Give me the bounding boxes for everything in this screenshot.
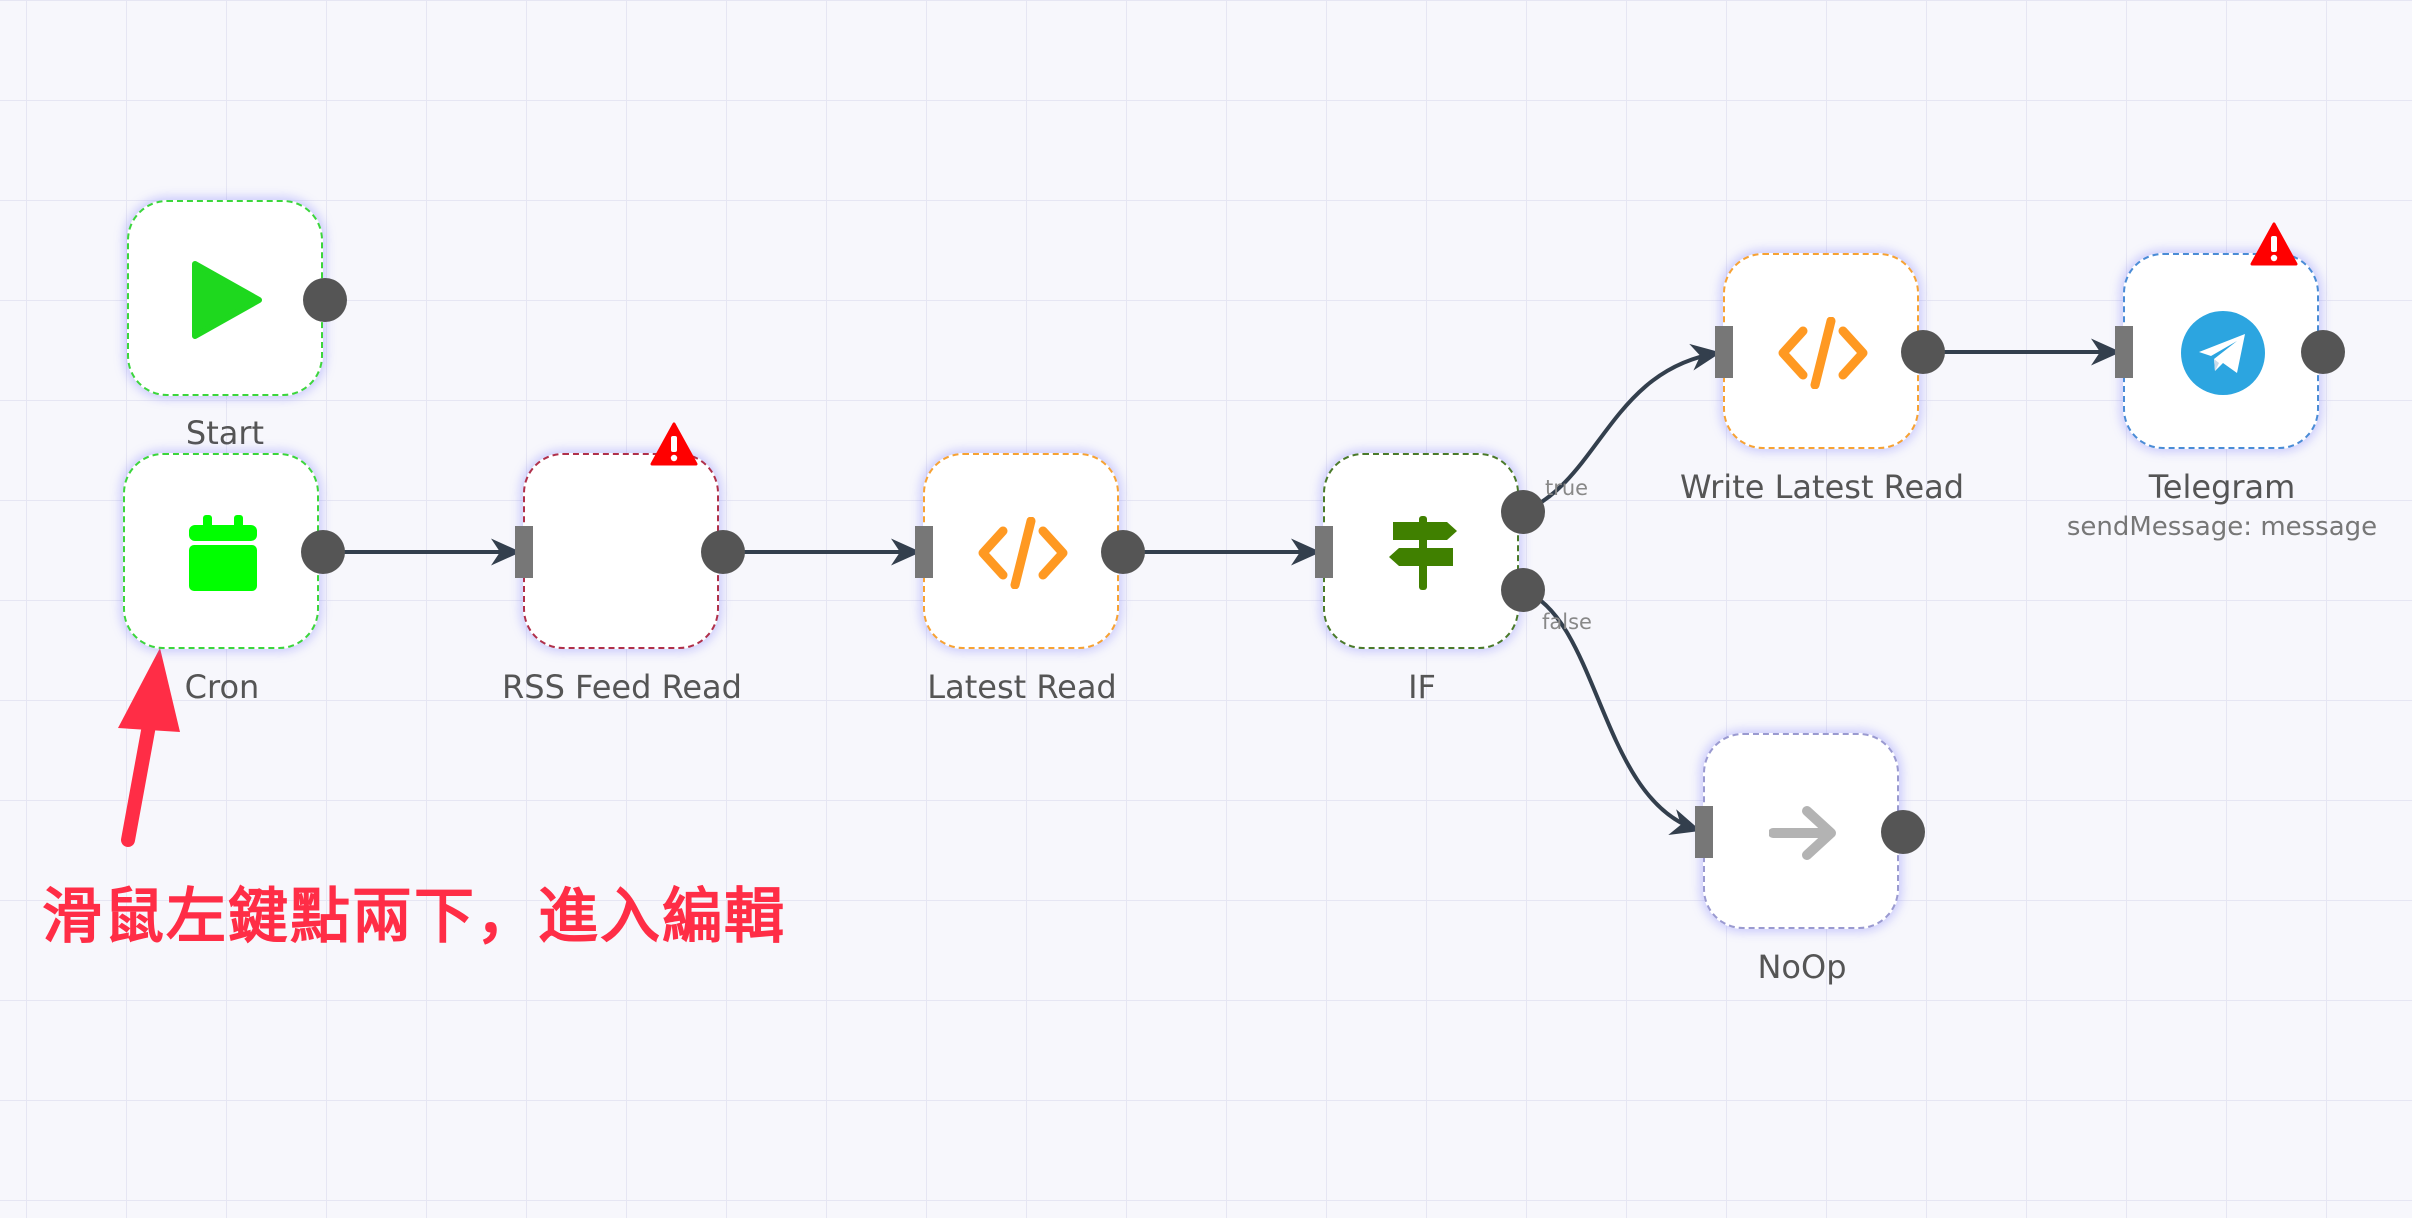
- node-rss-feed-read-input-port[interactable]: [515, 526, 533, 578]
- node-write-latest-read[interactable]: [1723, 253, 1919, 449]
- node-rss-feed-read[interactable]: [523, 453, 719, 649]
- rss-icon: [525, 455, 721, 651]
- annotation-text: 滑鼠左鍵點兩下，進入編輯: [42, 882, 786, 952]
- node-if-label: IF: [1408, 668, 1436, 706]
- signpost-icon: [1325, 455, 1521, 651]
- node-telegram-output-port[interactable]: [2301, 330, 2345, 374]
- node-latest-read-label: Latest Read: [927, 668, 1117, 706]
- code-icon: [1725, 255, 1921, 451]
- node-start-output-port[interactable]: [303, 278, 347, 322]
- node-telegram[interactable]: [2123, 253, 2319, 449]
- node-noop[interactable]: [1703, 733, 1899, 929]
- arrow-right-icon: [1705, 735, 1901, 931]
- node-noop-input-port[interactable]: [1695, 806, 1713, 858]
- node-cron[interactable]: [123, 453, 319, 649]
- node-telegram-input-port[interactable]: [2115, 326, 2133, 378]
- calendar-icon: [125, 455, 321, 651]
- node-rss-feed-read-output-port[interactable]: [701, 530, 745, 574]
- node-latest-read-input-port[interactable]: [915, 526, 933, 578]
- annotation-arrow-icon: [118, 648, 180, 847]
- node-cron-output-port[interactable]: [301, 530, 345, 574]
- connection-if-false-to-noop[interactable]: [1522, 588, 1701, 835]
- node-write-latest-read-input-port[interactable]: [1715, 326, 1733, 378]
- telegram-icon: [2125, 255, 2321, 451]
- if-true-branch-label: true: [1545, 476, 1589, 500]
- node-if-input-port[interactable]: [1315, 526, 1333, 578]
- node-rss-feed-read-warning-icon[interactable]: [650, 422, 698, 466]
- code-icon: [925, 455, 1121, 651]
- node-noop-label: NoOp: [1757, 948, 1847, 986]
- node-cron-label: Cron: [184, 668, 260, 706]
- node-start-label: Start: [185, 414, 265, 452]
- node-rss-feed-read-label: RSS Feed Read: [502, 668, 742, 706]
- node-noop-output-port[interactable]: [1881, 810, 1925, 854]
- node-write-latest-read-label: Write Latest Read: [1679, 468, 1965, 506]
- node-start[interactable]: [127, 200, 323, 396]
- node-latest-read-output-port[interactable]: [1101, 530, 1145, 574]
- node-latest-read[interactable]: [923, 453, 1119, 649]
- node-telegram-warning-icon[interactable]: [2250, 222, 2298, 266]
- connection-if-true-to-write-latest-read[interactable]: [1522, 343, 1721, 514]
- node-if-output-port-false[interactable]: [1501, 568, 1545, 612]
- node-telegram-subtitle: sendMessage: message: [2066, 512, 2378, 542]
- node-if-output-port-true[interactable]: [1501, 490, 1545, 534]
- node-write-latest-read-output-port[interactable]: [1901, 330, 1945, 374]
- node-if[interactable]: [1323, 453, 1519, 649]
- play-icon: [129, 202, 325, 398]
- node-telegram-label: Telegram: [2148, 468, 2296, 506]
- if-false-branch-label: false: [1542, 610, 1592, 634]
